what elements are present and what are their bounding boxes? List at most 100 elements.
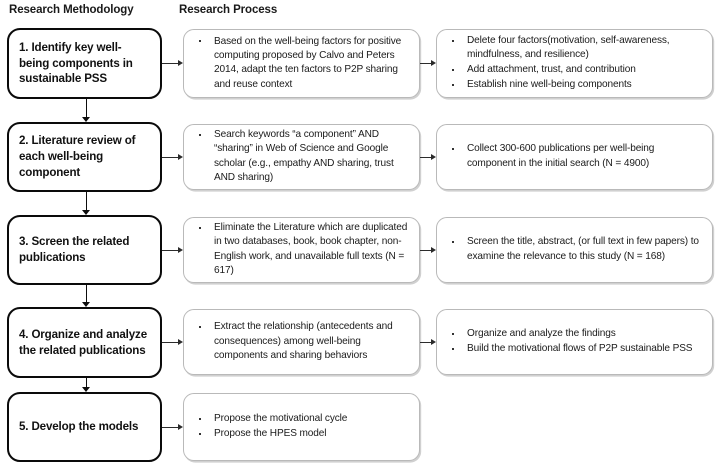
arrow-middle1-to-right1 bbox=[420, 59, 436, 68]
list-item: Extract the relationship (antecedents an… bbox=[190, 320, 411, 363]
column-header-research-process: Research Process bbox=[179, 4, 278, 16]
bullet-dot-icon bbox=[452, 347, 455, 350]
list-item-text: Organize and analyze the findings bbox=[467, 328, 616, 340]
bullet-dot-icon bbox=[452, 240, 455, 244]
arrow-stage2-to-middle2 bbox=[162, 153, 183, 162]
arrow-stage2-to-stage3 bbox=[82, 192, 91, 215]
bullet-list: Extract the relationship (antecedents an… bbox=[190, 320, 411, 363]
arrow-shaft bbox=[162, 427, 178, 429]
bullet-dot-icon bbox=[452, 147, 455, 151]
bullet-dot-icon bbox=[199, 40, 202, 43]
bullet-list: Organize and analyze the findings Build … bbox=[443, 327, 704, 357]
list-item: Propose the motivational cycle bbox=[190, 412, 411, 426]
arrow-head bbox=[82, 117, 91, 122]
process-box-4-middle[interactable]: Extract the relationship (antecedents an… bbox=[183, 309, 420, 375]
list-item: Eliminate the Literature which are dupli… bbox=[190, 221, 411, 278]
process-box-2-middle[interactable]: Search keywords “a component” AND “shari… bbox=[183, 124, 420, 190]
list-item-text: Propose the motivational cycle bbox=[214, 413, 348, 425]
bullet-dot-icon bbox=[452, 39, 455, 42]
arrow-shaft bbox=[85, 285, 88, 302]
process-box-1-right[interactable]: Delete four factors(motivation, self-awa… bbox=[436, 29, 713, 98]
stage-box-3[interactable]: 3. Screen the related publications bbox=[7, 215, 162, 285]
bullet-list: Collect 300-600 publications per well-be… bbox=[443, 142, 704, 171]
arrow-head bbox=[82, 210, 91, 215]
arrow-head bbox=[178, 247, 183, 254]
arrow-stage5-to-middle5 bbox=[162, 423, 183, 432]
list-item-text: Screen the title, abstract, (or full tex… bbox=[467, 236, 699, 262]
list-item-text: Search keywords “a component” AND “shari… bbox=[214, 129, 394, 184]
arrow-head bbox=[178, 339, 183, 346]
process-box-5-middle[interactable]: Propose the motivational cycle Propose t… bbox=[183, 393, 420, 461]
list-item: Delete four factors(motivation, self-awa… bbox=[443, 34, 704, 63]
arrow-shaft bbox=[85, 378, 88, 387]
list-item: Screen the title, abstract, (or full tex… bbox=[443, 235, 704, 264]
stage-box-2-label: 2. Literature review of each well-being … bbox=[19, 134, 136, 179]
stage-box-4[interactable]: 4. Organize and analyze the related publ… bbox=[7, 307, 162, 378]
column-header-research-methodology: Research Methodology bbox=[9, 4, 134, 16]
stage-box-4-label: 4. Organize and analyze the related publ… bbox=[19, 327, 147, 357]
arrow-middle4-to-right4 bbox=[420, 338, 436, 347]
bullet-list: Eliminate the Literature which are dupli… bbox=[190, 221, 411, 279]
bullet-list: Search keywords “a component” AND “shari… bbox=[190, 128, 411, 186]
process-box-2-right[interactable]: Collect 300-600 publications per well-be… bbox=[436, 124, 713, 190]
flow-row-3: 3. Screen the related publications Elimi… bbox=[0, 215, 720, 285]
flow-row-1: 1. Identify key well-being components in… bbox=[0, 28, 720, 99]
arrow-shaft bbox=[420, 63, 431, 65]
process-box-3-middle[interactable]: Eliminate the Literature which are dupli… bbox=[183, 217, 420, 283]
arrow-head bbox=[82, 302, 91, 307]
arrow-shaft bbox=[85, 99, 88, 117]
arrow-middle2-to-right2 bbox=[420, 153, 436, 162]
bullet-list: Delete four factors(motivation, self-awa… bbox=[443, 34, 704, 93]
arrow-shaft bbox=[420, 157, 431, 159]
arrow-stage1-to-stage2 bbox=[82, 99, 91, 122]
arrow-shaft bbox=[162, 63, 178, 65]
flow-row-2: 2. Literature review of each well-being … bbox=[0, 122, 720, 192]
arrow-middle3-to-right3 bbox=[420, 246, 436, 255]
stage-box-5[interactable]: 5. Develop the models bbox=[7, 392, 162, 462]
arrow-shaft bbox=[85, 192, 88, 210]
arrow-stage3-to-middle3 bbox=[162, 246, 183, 255]
bullet-dot-icon bbox=[199, 417, 202, 421]
arrow-stage4-to-stage5 bbox=[82, 378, 91, 392]
bullet-dot-icon bbox=[199, 226, 202, 229]
arrow-head bbox=[178, 424, 183, 431]
arrow-head bbox=[431, 154, 436, 161]
arrow-head bbox=[431, 339, 436, 346]
list-item: Propose the HPES model bbox=[190, 427, 411, 441]
bullet-dot-icon bbox=[199, 133, 202, 136]
list-item: Add attachment, trust, and contribution bbox=[443, 63, 704, 77]
bullet-dot-icon bbox=[199, 432, 202, 435]
stage-box-1-label: 1. Identify key well-being components in… bbox=[19, 40, 133, 86]
bullet-list: Propose the motivational cycle Propose t… bbox=[190, 412, 411, 442]
flow-row-5: 5. Develop the models Propose the motiva… bbox=[0, 392, 720, 462]
arrow-shaft bbox=[162, 250, 178, 252]
process-box-3-right[interactable]: Screen the title, abstract, (or full tex… bbox=[436, 217, 713, 283]
arrow-shaft bbox=[420, 250, 431, 252]
arrow-stage3-to-stage4 bbox=[82, 285, 91, 307]
stage-box-1[interactable]: 1. Identify key well-being components in… bbox=[7, 28, 162, 99]
list-item-text: Delete four factors(motivation, self-awa… bbox=[467, 35, 670, 61]
bullet-dot-icon bbox=[199, 325, 202, 329]
bullet-list: Based on the well-being factors for posi… bbox=[190, 35, 411, 93]
list-item-text: Extract the relationship (antecedents an… bbox=[214, 321, 393, 361]
arrow-stage4-to-middle4 bbox=[162, 338, 183, 347]
bullet-dot-icon bbox=[452, 68, 455, 72]
stage-box-2[interactable]: 2. Literature review of each well-being … bbox=[7, 122, 162, 192]
arrow-head bbox=[178, 60, 183, 67]
list-item: Based on the well-being factors for posi… bbox=[190, 35, 411, 92]
list-item-text: Based on the well-being factors for posi… bbox=[214, 35, 402, 90]
arrow-stage1-to-middle1 bbox=[162, 59, 183, 68]
list-item-text: Add attachment, trust, and contribution bbox=[467, 64, 636, 76]
bullet-dot-icon bbox=[452, 332, 455, 336]
process-box-4-right[interactable]: Organize and analyze the findings Build … bbox=[436, 309, 713, 375]
arrow-head bbox=[82, 387, 91, 392]
list-item: Build the motivational flows of P2P sust… bbox=[443, 342, 704, 356]
arrow-head bbox=[431, 247, 436, 254]
list-item: Organize and analyze the findings bbox=[443, 327, 704, 341]
arrow-head bbox=[178, 154, 183, 161]
stage-box-5-label: 5. Develop the models bbox=[19, 420, 139, 433]
bullet-list: Screen the title, abstract, (or full tex… bbox=[443, 235, 704, 264]
list-item-text: Establish nine well-being components bbox=[467, 79, 632, 91]
process-box-1-middle[interactable]: Based on the well-being factors for posi… bbox=[183, 29, 420, 98]
list-item: Search keywords “a component” AND “shari… bbox=[190, 128, 411, 185]
